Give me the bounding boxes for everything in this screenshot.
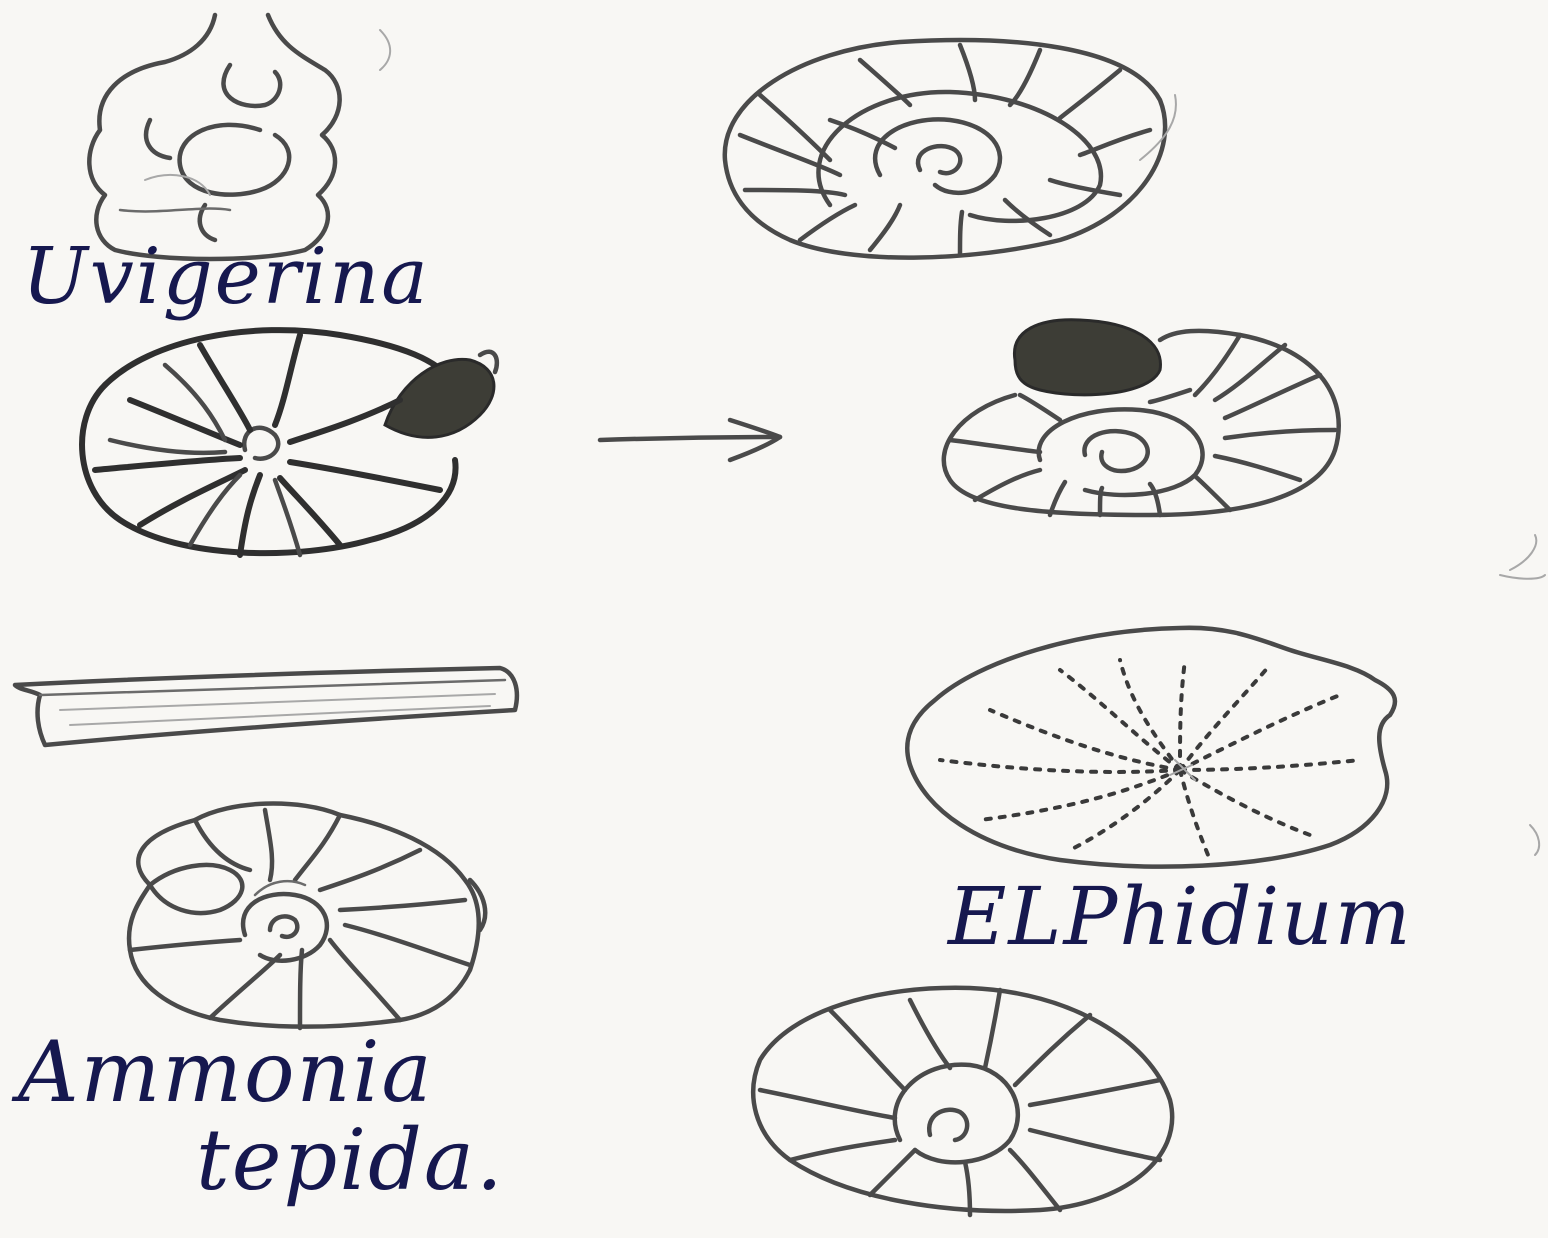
tepida-label: tepida.: [196, 1118, 505, 1202]
shell-with-aperture-right: [944, 320, 1545, 579]
arrow: [600, 420, 780, 460]
spiral-shell-bottom: [753, 988, 1172, 1215]
ammonia-label: Ammonia: [18, 1030, 434, 1114]
uvigerina-drawing: [89, 15, 390, 259]
spiral-shell-top: [725, 40, 1176, 258]
elphidium-drawing: [907, 628, 1539, 867]
elphidium-label: ELPhidium: [948, 870, 1413, 963]
ammonia-tepida-drawing: [129, 804, 485, 1028]
uvigerina-label: Uvigerina: [22, 232, 430, 322]
elongated-test: [15, 668, 517, 745]
shell-with-aperture-left: [82, 330, 497, 555]
